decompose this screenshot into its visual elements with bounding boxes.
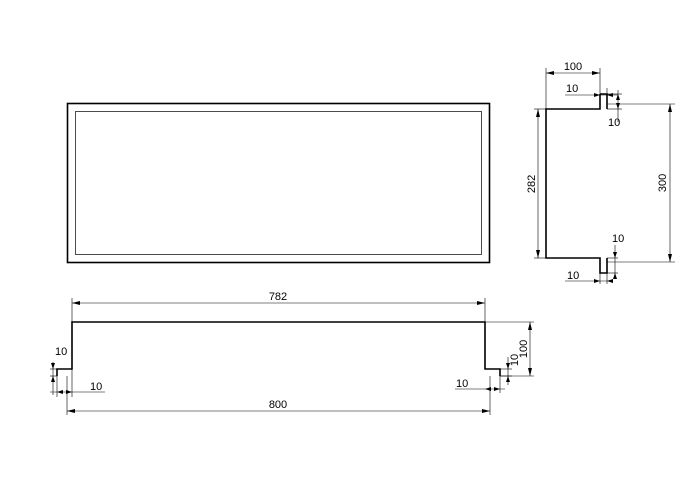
dim-label-100-height: 100 — [518, 340, 530, 358]
dim-label-right-lip-height: 10 — [509, 354, 521, 366]
dim-label-left-lip-width: 10 — [90, 381, 102, 393]
dim-label-282: 282 — [526, 175, 538, 193]
dim-label-left-lip-height: 10 — [55, 346, 67, 358]
side-view: 100 10 10 282 300 10 — [526, 61, 675, 284]
dim-label-right-lip-width: 10 — [456, 378, 468, 390]
front-view — [66, 102, 491, 264]
side-view-profile — [545, 94, 608, 274]
dim-label-side-top-lip-width: 10 — [566, 83, 578, 95]
dim-label-side-top-lip-height: 10 — [608, 117, 620, 129]
dim-label-side-100: 100 — [564, 61, 582, 73]
dim-label-782: 782 — [269, 291, 287, 303]
bottom-view-profile — [56, 321, 501, 376]
bottom-view: 782 800 10 10 10 10 — [50, 291, 534, 415]
front-view-inner-frame — [75, 111, 482, 255]
dim-label-800: 800 — [269, 399, 287, 411]
dim-label-side-bottom-lip-width: 10 — [567, 270, 579, 282]
dim-label-300: 300 — [657, 174, 669, 192]
front-view-outer-frame — [66, 102, 491, 264]
dim-label-side-bottom-lip-height: 10 — [612, 233, 624, 245]
